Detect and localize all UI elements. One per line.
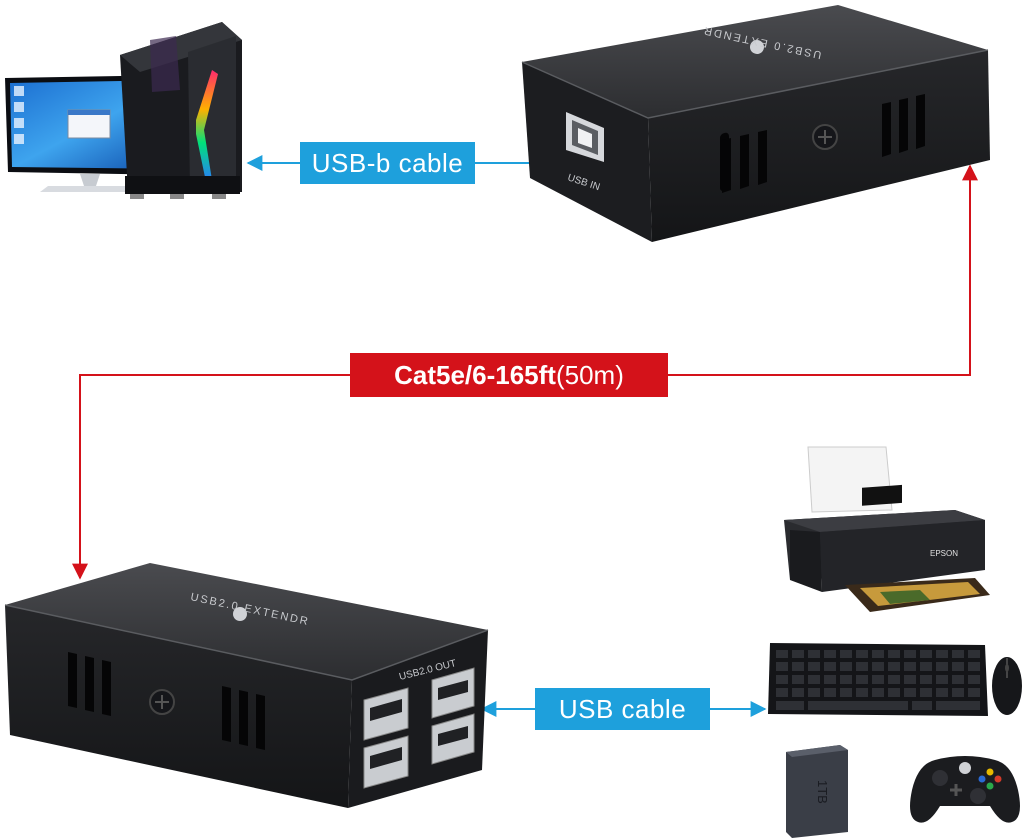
- printer-icon: EPSON: [784, 446, 990, 612]
- keyboard-icon: [768, 643, 988, 716]
- desktop-computer-icon: [5, 22, 242, 199]
- cat-cable-distance-text: (50m): [555, 359, 624, 390]
- usb-b-cable-text: USB-b cable: [311, 147, 464, 178]
- usb-cable-text: USB cable: [558, 693, 687, 724]
- hard-drive-icon: 1TB: [786, 745, 848, 838]
- cat-cable-label: Cat5e/6-165ft(50m): [350, 353, 668, 397]
- receiver-box: USB2.0 EXTENDR USB2.0 OUT: [4, 563, 489, 808]
- usb-b-cable-label: USB-b cable: [300, 142, 475, 184]
- hard-drive-label: 1TB: [815, 780, 830, 804]
- cat-cable-main-text: Cat5e/6-165ft: [394, 359, 556, 390]
- printer-brand-text: EPSON: [930, 549, 958, 558]
- mouse-icon: [992, 657, 1022, 715]
- transmitter-box: USB2.0 EXTENDR USB IN: [521, 5, 990, 242]
- cat-cable-line: [72, 164, 978, 580]
- game-controller-icon: [910, 756, 1020, 823]
- usb-cable-label: USB cable: [535, 688, 710, 730]
